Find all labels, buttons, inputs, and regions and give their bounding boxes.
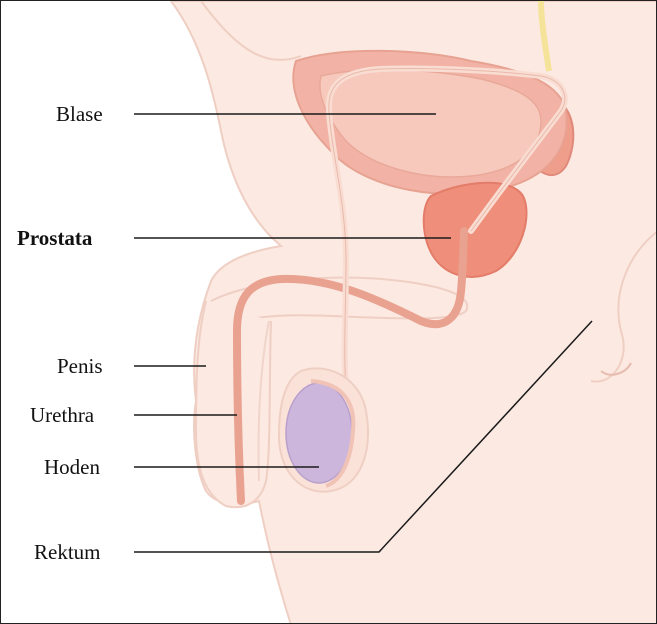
label-rektum: Rektum bbox=[34, 542, 101, 563]
label-hoden: Hoden bbox=[44, 457, 100, 478]
leader-line-rektum bbox=[134, 321, 592, 552]
label-prostata: Prostata bbox=[17, 228, 92, 249]
label-urethra: Urethra bbox=[30, 405, 94, 426]
label-blase: Blase bbox=[56, 104, 103, 125]
label-penis: Penis bbox=[57, 356, 103, 377]
